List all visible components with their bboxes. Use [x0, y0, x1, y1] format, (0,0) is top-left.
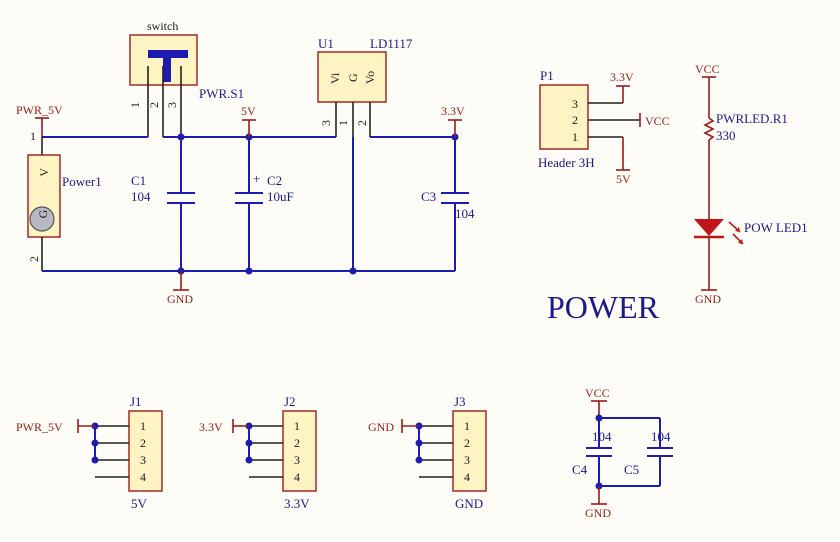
net-gnd-label-main: GND — [167, 292, 193, 306]
c45-net-vcc: VCC — [585, 386, 610, 400]
c2-value: 10uF — [267, 189, 294, 204]
u1-pinnum-1: 1 — [336, 120, 350, 126]
capacitor-c2: + C2 10uF — [235, 171, 294, 204]
net-gnd-port-main: GND — [167, 271, 193, 306]
u1-pinnum-3: 3 — [319, 120, 333, 126]
c5-value: 104 — [651, 429, 671, 444]
j3-pin-4: 4 — [464, 470, 470, 484]
j1-net: PWR_5V — [16, 420, 63, 434]
c1-ref: C1 — [131, 173, 146, 188]
net-5v-label: 5V — [241, 104, 256, 118]
connector-j2: J2 1 2 3 4 3.3V 3.3V — [199, 394, 317, 511]
j1-pin-3: 3 — [140, 453, 146, 467]
u1-body — [317, 51, 387, 103]
led-diode-triangle — [694, 219, 724, 236]
p1-ref: P1 — [540, 68, 554, 83]
header-p1: P1 3 2 1 Header 3H 3.3V VCC 5V — [538, 68, 670, 186]
p1-pin-1: 1 — [572, 130, 578, 144]
power1-v-label: V — [37, 168, 51, 177]
switch-ref: PWR.S1 — [199, 86, 244, 101]
led-net-gnd: GND — [695, 292, 721, 306]
power1-pin-1: 1 — [30, 129, 36, 143]
regulator-u1: U1 LD1117 Vi G Vo 3 1 2 — [317, 36, 413, 137]
c2-polarity: + — [253, 171, 260, 186]
c3-ref: C3 — [421, 189, 436, 204]
c2-ref: C2 — [267, 173, 282, 188]
j2-body — [282, 410, 317, 492]
led-net-vcc: VCC — [695, 62, 720, 76]
switch-pin-2: 2 — [147, 102, 161, 108]
power1-gnd-jack — [29, 206, 55, 232]
j3-pin-2: 2 — [464, 436, 470, 450]
c4-ref: C4 — [572, 462, 588, 477]
u1-pin-g: G — [346, 73, 360, 82]
j3-pin-1: 1 — [464, 419, 470, 433]
net-33v-label: 3.3V — [441, 104, 465, 118]
capacitor-c1: C1 104 — [131, 173, 195, 204]
p1-net-5v: 5V — [616, 172, 631, 186]
j2-net: 3.3V — [199, 420, 223, 434]
u1-pin-vo: Vo — [363, 71, 377, 84]
decoupling-c4-c5: VCC 104 104 C4 C5 GND — [572, 386, 673, 520]
connector-j3: J3 1 2 3 4 GND GND — [368, 394, 487, 511]
j3-pin-3: 3 — [464, 453, 470, 467]
c3-value: 104 — [455, 206, 475, 221]
j3-net: GND — [368, 420, 394, 434]
led-ref: POW LED1 — [744, 220, 808, 235]
j3-label: GND — [455, 496, 483, 511]
u1-pin-vi: Vi — [328, 72, 342, 84]
led-resistor-value: 330 — [716, 128, 736, 143]
connector-j1: J1 1 2 3 4 5V PWR_5V — [16, 394, 163, 511]
p1-net-vcc: VCC — [645, 114, 670, 128]
j1-pin-1: 1 — [140, 419, 146, 433]
u1-pinnum-2: 2 — [355, 120, 369, 126]
net-5v-port: 5V — [241, 104, 256, 137]
c4-value: 104 — [592, 429, 612, 444]
j1-body — [128, 410, 163, 492]
switch-title: switch — [147, 19, 178, 33]
j1-ref: J1 — [130, 394, 142, 409]
sheet-title: POWER — [547, 289, 660, 325]
p1-pin-3: 3 — [572, 97, 578, 111]
p1-body — [539, 84, 589, 150]
power1-connector: PWR_5V 1 V G 2 Power1 — [16, 103, 102, 271]
u1-ref: U1 — [318, 36, 334, 51]
switch-lever-stem — [163, 50, 171, 82]
net-33v-port: 3.3V — [441, 104, 465, 137]
j3-body — [452, 410, 487, 492]
c5-ref: C5 — [624, 462, 639, 477]
capacitor-c3: C3 104 — [421, 189, 475, 221]
j2-pin-4: 4 — [294, 470, 300, 484]
j2-pin-3: 3 — [294, 453, 300, 467]
p1-name: Header 3H — [538, 155, 595, 170]
j3-ref: J3 — [454, 394, 466, 409]
power1-pin-2: 2 — [27, 256, 41, 262]
j1-pin-2: 2 — [140, 436, 146, 450]
led-resistor-ref: PWRLED.R1 — [716, 111, 788, 126]
main-wires — [42, 133, 459, 275]
power1-g-label: G — [36, 209, 50, 218]
p1-net-33v: 3.3V — [610, 70, 634, 84]
p1-pin-2: 2 — [572, 113, 578, 127]
j2-ref: J2 — [284, 394, 296, 409]
power1-ref: Power1 — [62, 174, 102, 189]
switch-component: switch 1 2 3 PWR.S1 — [128, 19, 244, 137]
j2-pin-2: 2 — [294, 436, 300, 450]
switch-pin-3: 3 — [165, 102, 179, 108]
j1-pin-4: 4 — [140, 470, 146, 484]
j1-label: 5V — [131, 496, 148, 511]
u1-part: LD1117 — [370, 36, 413, 51]
j2-pin-1: 1 — [294, 419, 300, 433]
c1-value: 104 — [131, 189, 151, 204]
j2-label: 3.3V — [284, 496, 310, 511]
net-pwr5v-label: PWR_5V — [16, 103, 63, 117]
led-resistor-zigzag — [703, 117, 715, 141]
switch-pin-1: 1 — [128, 102, 142, 108]
c45-net-gnd: GND — [585, 506, 611, 520]
power-led-circuit: VCC PWRLED.R1 330 POW LED1 GND — [694, 62, 808, 306]
